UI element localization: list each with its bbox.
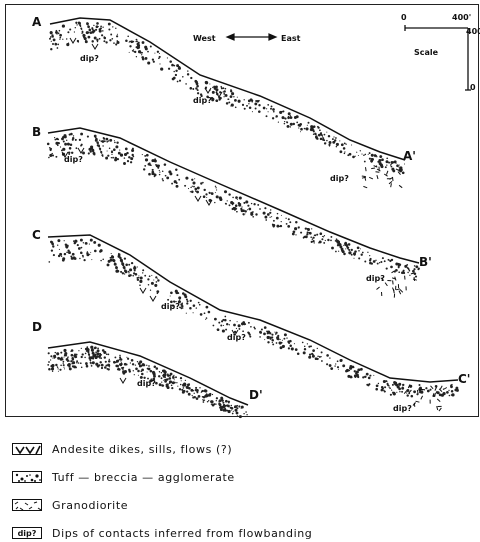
legend-item-andesite: Andesite dikes, sills, flows (?) (12, 440, 232, 458)
legend-text-tuff: Tuff — breccia — agglomerate (52, 471, 235, 484)
east-label: East (281, 34, 301, 43)
dip-label: dip? (193, 96, 212, 105)
tuff-stipple (47, 22, 459, 419)
west-east-arrow-icon (227, 34, 276, 40)
legend-item-dip: dip? Dips of contacts inferred from flow… (12, 524, 312, 542)
section-label-a: A (32, 15, 42, 29)
surface-profile (48, 342, 248, 405)
scale-zero-h: 0 (401, 13, 407, 22)
granodiorite-icon (12, 499, 42, 511)
scale-bar (405, 25, 471, 90)
section-label-a-prime: A' (403, 149, 416, 163)
scale-label: Scale (414, 48, 439, 57)
dip-label: dip? (366, 274, 385, 283)
tuff-icon (12, 471, 42, 483)
dip-label: dip? (137, 379, 156, 388)
legend-item-tuff: Tuff — breccia — agglomerate (12, 468, 235, 486)
surface-profile (48, 128, 419, 263)
scale-zero-v: 0 (470, 83, 476, 92)
section-label-b-prime: B' (419, 255, 432, 269)
dip-label: dip? (161, 302, 180, 311)
legend-text-dip: Dips of contacts inferred from flowbandi… (52, 527, 312, 540)
legend-text-granodiorite: Granodiorite (52, 499, 128, 512)
dip-label: dip? (330, 174, 349, 183)
legend-text-andesite: Andesite dikes, sills, flows (?) (52, 443, 232, 456)
legend-item-granodiorite: Granodiorite (12, 496, 128, 514)
section-label-c: C (32, 228, 41, 242)
scale-value-v: 400' (466, 27, 480, 36)
dip-symbol: dip? (12, 527, 42, 539)
west-label: West (193, 34, 216, 43)
dip-label: dip? (393, 404, 412, 413)
dip-label: dip? (80, 54, 99, 63)
section-label-d-prime: D' (249, 388, 263, 402)
section-label-b: B (32, 125, 41, 139)
dip-label: dip? (227, 333, 246, 342)
section-label-c-prime: C' (458, 372, 470, 386)
dip-label: dip? (64, 155, 83, 164)
andesite-icon (12, 443, 42, 455)
scale-value-h: 400' (452, 13, 471, 22)
section-label-d: D (32, 320, 42, 334)
